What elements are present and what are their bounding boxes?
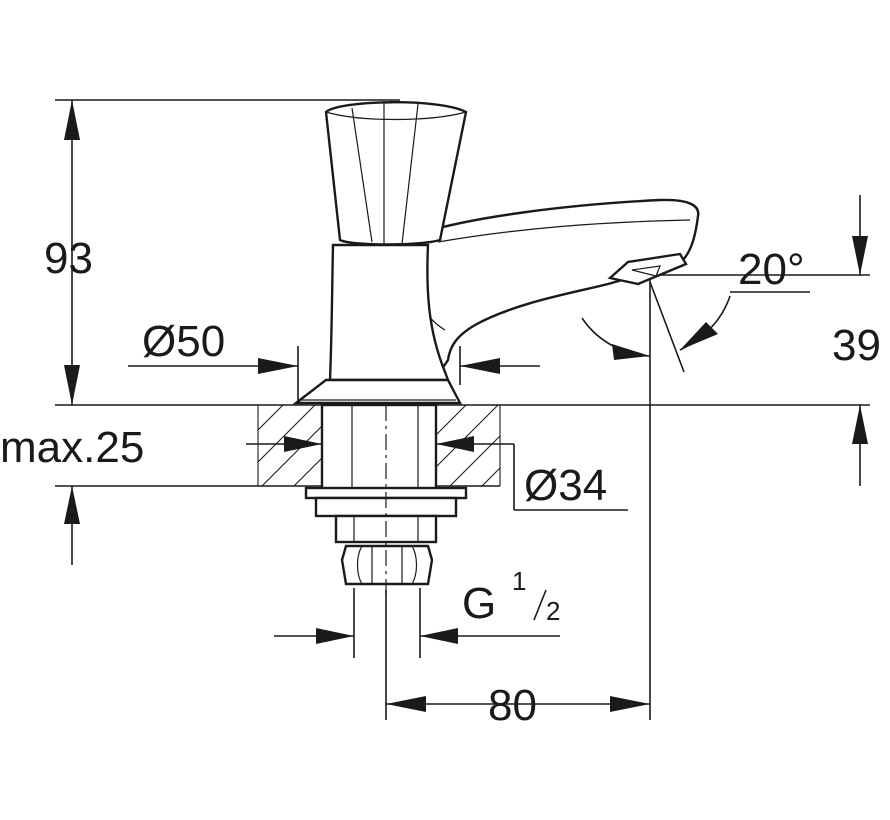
- dim-height-total: 93: [44, 99, 400, 405]
- hatch-left: [257, 404, 323, 487]
- dim-spout-height: 39: [660, 195, 881, 486]
- dim-flange-diameter: Ø50: [128, 317, 540, 403]
- handle: [324, 101, 468, 246]
- faucet-body: [328, 243, 450, 382]
- label-max-25: max.25: [0, 423, 144, 472]
- nut-lower: [334, 514, 438, 544]
- label-diameter-34: Ø34: [524, 461, 607, 510]
- dim-spout-reach: 80: [386, 280, 651, 730]
- dim-spout-angle: 20°: [581, 245, 810, 373]
- label-thread-numerator: 1: [512, 566, 526, 596]
- label-20-degrees: 20°: [738, 245, 805, 294]
- hex-connector: [340, 544, 434, 586]
- faucet-spout: [407, 198, 700, 375]
- flange: [292, 378, 462, 405]
- label-diameter-50: Ø50: [142, 317, 225, 366]
- dim-max-thickness: max.25: [0, 423, 144, 565]
- dim-shank-diameter: Ø34: [246, 436, 628, 511]
- label-thread-g: G: [462, 579, 496, 628]
- faucet: [292, 101, 700, 586]
- aerator: [607, 252, 688, 286]
- label-93: 93: [44, 234, 93, 283]
- label-80: 80: [488, 681, 537, 730]
- label-thread-denominator: 2: [546, 596, 560, 626]
- shank: [320, 403, 438, 493]
- label-39: 39: [832, 321, 881, 370]
- dim-thread: G 1 2: [274, 566, 560, 658]
